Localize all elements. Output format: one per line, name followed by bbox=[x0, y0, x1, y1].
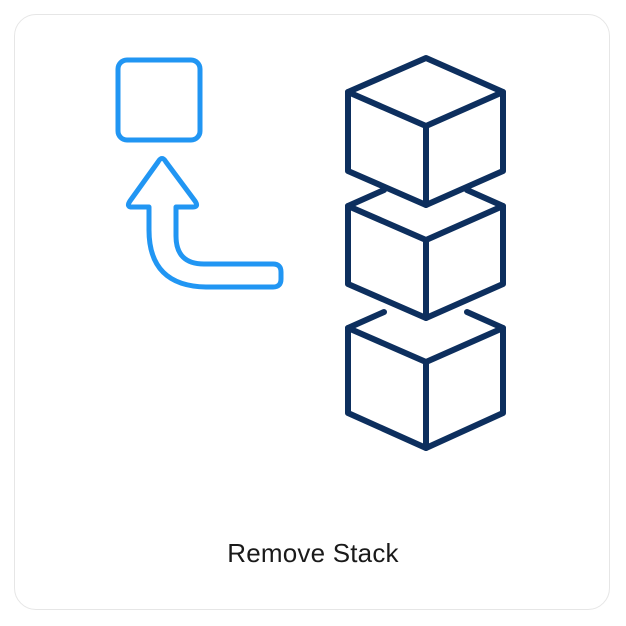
icon-card bbox=[14, 14, 610, 610]
cube-bottom-icon bbox=[345, 309, 506, 451]
cube-middle-icon bbox=[345, 187, 506, 321]
removed-block-icon bbox=[115, 57, 203, 143]
cube-top-icon bbox=[345, 55, 506, 208]
arrow-up-icon bbox=[125, 156, 284, 290]
cube-stack-icon bbox=[345, 55, 506, 451]
icon-caption: Remove Stack bbox=[227, 538, 399, 568]
